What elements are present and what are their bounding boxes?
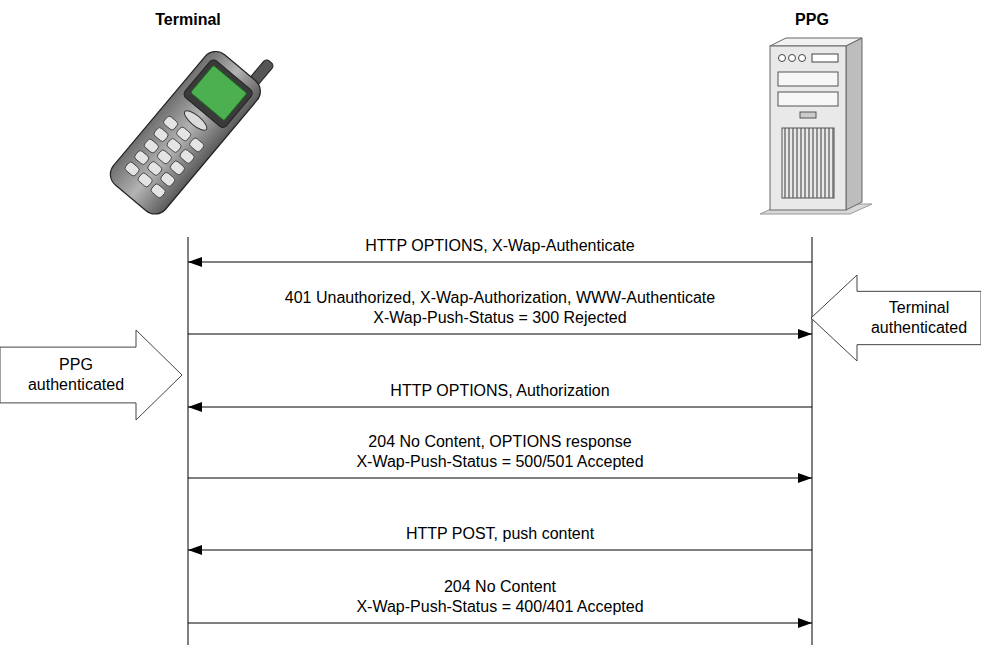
phone-key [166,137,182,153]
phone-key [124,161,140,177]
participant-name: PPG [744,10,880,30]
phone-key [179,148,195,164]
phone-key [134,150,150,166]
phone-body [105,46,266,220]
phone-key [156,149,172,165]
phone-key [175,126,191,142]
lifeline [812,237,813,645]
message-label: HTTP POST, push content [403,524,597,544]
block-arrow [811,275,981,361]
phone-key [162,115,178,131]
server-led [789,55,796,62]
message-label-holder: 204 No Content, OPTIONS response X-Wap-P… [353,432,646,472]
lifeline [188,237,189,645]
message-arrow [188,262,812,263]
message-arrow [188,334,812,335]
server-grille [782,128,834,198]
message-label-holder: 401 Unauthorized, X-Wap-Authorization, W… [282,288,718,328]
phone-illustration [105,27,282,219]
phone-screen [190,65,247,121]
block-arrow-outline [0,330,182,420]
message-label: 401 Unauthorized, X-Wap-Authorization, W… [282,288,718,328]
server-front [770,46,846,210]
phone-keypad [124,115,205,199]
phone-key [169,160,185,176]
message-label: HTTP OPTIONS, Authorization [387,381,612,401]
message-label-holder: HTTP OPTIONS, Authorization [387,381,612,401]
message-label-holder: HTTP OPTIONS, X-Wap-Authenticate [362,236,637,256]
block-arrow-outline [811,275,981,361]
participant: Terminal [120,4,256,230]
block-arrow [0,330,182,420]
message-arrow [188,407,812,408]
callout-arrow: PPG authenticated [0,330,182,420]
phone-key [153,127,169,143]
message-arrow [188,623,812,624]
drive-bay [778,72,838,86]
message-label: 204 No Content X-Wap-Push-Status = 400/4… [353,577,646,617]
message-arrow [188,478,812,479]
message-label-holder: HTTP POST, push content [403,524,597,544]
server-led [779,55,786,62]
phone-key [143,138,159,154]
server-button [812,54,838,62]
drive-bay [778,92,838,106]
callout-text: Terminal authenticated [863,298,975,338]
callout-arrow: Terminal authenticated [811,275,981,361]
server-illustration [760,38,872,214]
message-label: 204 No Content, OPTIONS response X-Wap-P… [353,432,646,472]
message-label: HTTP OPTIONS, X-Wap-Authenticate [362,236,637,256]
phone-key [147,160,163,176]
participant: PPG [744,4,880,230]
drive-slot [800,112,816,118]
phone-key [189,137,205,153]
callout-text: PPG authenticated [20,355,132,395]
phone-key [160,171,176,187]
message-arrow [188,550,812,551]
phone-key [137,172,153,188]
phone-key [150,183,166,199]
server-led [799,55,806,62]
participant-name: Terminal [120,10,256,30]
message-label-holder: 204 No Content X-Wap-Push-Status = 400/4… [353,577,646,617]
server-side [846,38,862,210]
